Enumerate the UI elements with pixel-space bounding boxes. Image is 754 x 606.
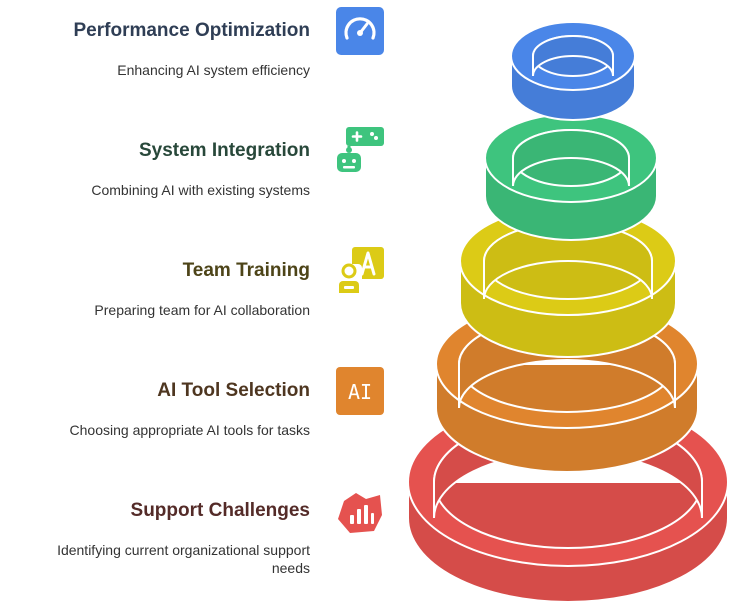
step-title: System Integration [138,140,310,161]
step-description: Preparing team for AI collaboration [94,302,310,318]
ai-chip-icon: AI [336,367,384,415]
step-team-training: Team Training Preparing team for AI coll… [94,259,310,319]
step-performance-optimization: Performance Optimization Enhancing AI sy… [74,19,311,79]
step-description: Choosing appropriate AI tools for tasks [69,422,310,438]
step-title: AI Tool Selection [157,380,310,401]
ring-system-integration [483,113,659,241]
step-title: Support Challenges [130,500,310,521]
ai-chip-label: AI [348,380,372,404]
bar-chart-badge-icon [338,493,382,533]
step-description: Identifying current organizational suppo… [57,542,310,576]
step-title: Performance Optimization [73,20,311,41]
step-support-challenges: Support Challenges Identifying current o… [20,499,310,577]
speedometer-icon [336,7,384,55]
ring-performance-optimization [509,21,637,121]
robot-controller-icon [337,127,384,172]
person-letter-a-icon [336,247,384,295]
step-ai-tool-selection: AI Tool Selection Choosing appropriate A… [70,379,310,439]
ring-team-training [458,206,678,358]
step-description: Combining AI with existing systems [91,182,310,198]
step-description: Enhancing AI system efficiency [117,62,310,78]
step-system-integration: System Integration Combining AI with exi… [91,139,310,199]
step-title: Team Training [182,260,310,281]
